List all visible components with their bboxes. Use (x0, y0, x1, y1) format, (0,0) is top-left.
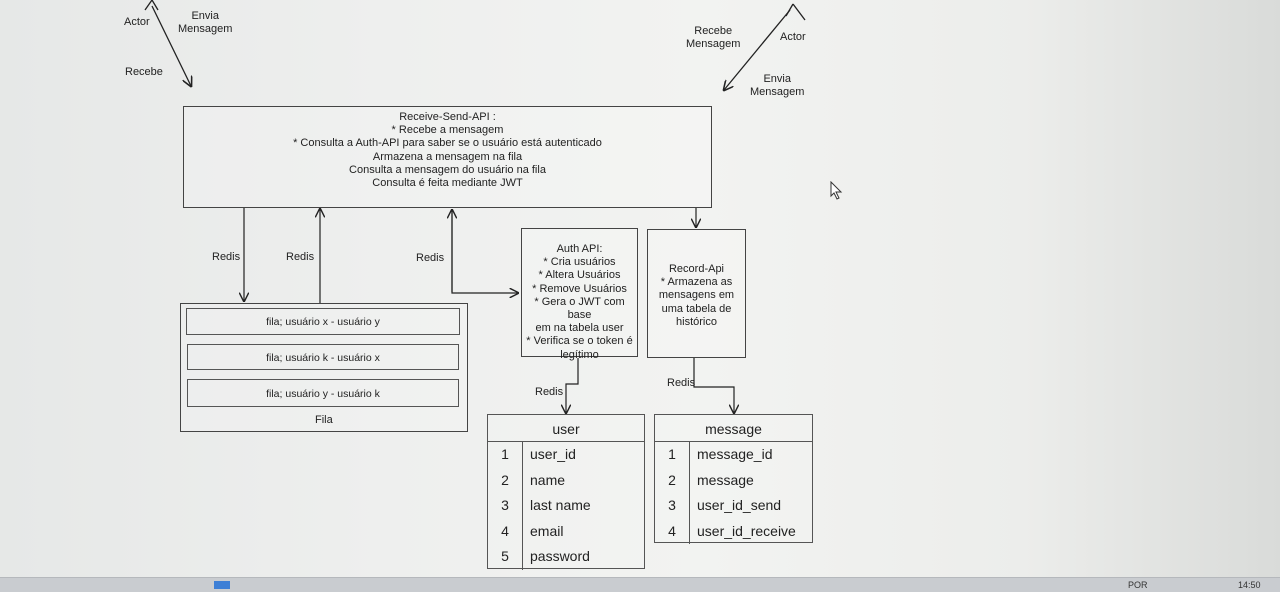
redis-label: Redis (416, 252, 445, 264)
rsa-line: Armazena a mensagem na fila (372, 150, 523, 163)
row-number: 5 (488, 544, 523, 570)
auth-api-box: Auth API: * Cria usuários * Altera Usuár… (521, 228, 638, 361)
auth-line: * Altera Usuários (538, 269, 621, 282)
column-name: message (697, 471, 754, 488)
queue-item: fila; usuário x - usuário y (186, 308, 460, 335)
left-actor-label: Actor (124, 16, 150, 28)
queue-label: Fila (315, 414, 333, 426)
auth-line: legítimo (560, 348, 599, 361)
queue-item: fila; usuário k - usuário x (187, 344, 459, 370)
left-actor-receive-label: Recebe (125, 66, 163, 78)
right-receive-line-2: Mensagem (686, 38, 741, 50)
auth-line: * Gera o JWT com base (534, 295, 625, 322)
auth-line: Auth API: (556, 243, 603, 255)
message-table-title: message (655, 415, 812, 442)
row-number: 4 (655, 518, 690, 544)
queue-box: fila; usuário x - usuário y fila; usuári… (180, 303, 468, 432)
right-actor-send-label: Envia Mensagem (750, 73, 804, 99)
row-number: 1 (655, 442, 690, 468)
record-to-message-arrow (693, 358, 734, 413)
table-row: 4 email (488, 518, 644, 544)
rsa-line: Consulta a mensagem do usuário na fila (349, 163, 546, 176)
clock[interactable]: 14:50 (1238, 580, 1261, 590)
taskbar: POR 14:50 (0, 577, 1280, 592)
right-actor-label: Actor (780, 31, 806, 43)
redis-label: Redis (667, 377, 696, 389)
row-number: 4 (488, 518, 523, 544)
right-send-line-1: Envia (763, 73, 791, 85)
row-number: 2 (655, 467, 690, 493)
table-row: 3 user_id_send (655, 493, 812, 519)
rsa-line: Receive-Send-API : (399, 111, 496, 123)
column-name: user_id (530, 446, 576, 462)
row-number: 3 (488, 493, 523, 519)
rsa-line: * Consulta a Auth-API para saber se o us… (293, 137, 602, 150)
redis-label: Redis (535, 386, 564, 398)
table-row: 1 message_id (655, 442, 812, 468)
row-number: 1 (488, 442, 523, 468)
record-api-box: Record-Api * Armazena as mensagens em um… (647, 229, 746, 358)
right-actor-receive-arrow (724, 9, 791, 90)
column-name: password (530, 548, 590, 564)
record-line: histórico (676, 315, 717, 328)
table-row: 4 user_id_receive (655, 518, 812, 544)
auth-to-user-arrow (566, 358, 579, 413)
table-row: 5 password (488, 544, 644, 570)
record-line: Record-Api (668, 263, 725, 275)
redis-label: Redis (212, 251, 241, 263)
queue-item: fila; usuário y - usuário k (187, 379, 459, 407)
user-table-title: user (488, 415, 644, 442)
table-row: 2 name (488, 467, 644, 493)
rsa-line: Consulta é feita mediante JWT (372, 177, 523, 190)
auth-line: * Cria usuários (543, 256, 616, 269)
receive-send-api-box: Receive-Send-API : * Recebe a mensagem *… (183, 106, 712, 208)
message-table: message 1 message_id 2 message 3 user_id_se… (654, 414, 813, 544)
left-actor-send-arrow (151, 5, 191, 86)
start-button[interactable] (214, 581, 230, 589)
rsa-auth-connector (451, 210, 518, 293)
column-name: message_id (697, 446, 773, 462)
row-number: 3 (655, 493, 690, 519)
language-indicator[interactable]: POR (1128, 580, 1148, 590)
mouse-cursor-icon (830, 181, 843, 200)
column-name: email (530, 522, 564, 539)
record-line: mensagens em (658, 289, 735, 302)
row-number: 2 (488, 467, 523, 493)
redis-label: Redis (286, 251, 315, 263)
column-name: user_id_receive (697, 522, 796, 539)
record-line: * Armazena as (660, 276, 733, 289)
left-actor-figure (144, 0, 159, 11)
auth-line: * Remove Usuários (532, 282, 627, 295)
record-line: uma tabela de (661, 302, 732, 315)
left-send-line-1: Envia (191, 10, 219, 22)
auth-line: em na tabela user (535, 322, 624, 335)
rsa-line: * Recebe a mensagem (391, 124, 504, 137)
left-send-line-2: Mensagem (178, 23, 233, 35)
right-send-line-2: Mensagem (750, 86, 805, 98)
column-name: user_id_send (697, 497, 782, 513)
left-actor-send-label: Envia Mensagem (178, 10, 232, 36)
table-row: 1 user_id (488, 442, 644, 468)
column-name: name (530, 471, 566, 488)
table-row: 3 last name (488, 493, 644, 519)
right-receive-line-1: Recebe (694, 25, 733, 37)
right-actor-receive-label: Recebe Mensagem (686, 25, 740, 51)
auth-line: * Verifica se o token é (526, 335, 633, 348)
table-row: 2 message (655, 467, 812, 493)
column-name: last name (530, 497, 591, 513)
